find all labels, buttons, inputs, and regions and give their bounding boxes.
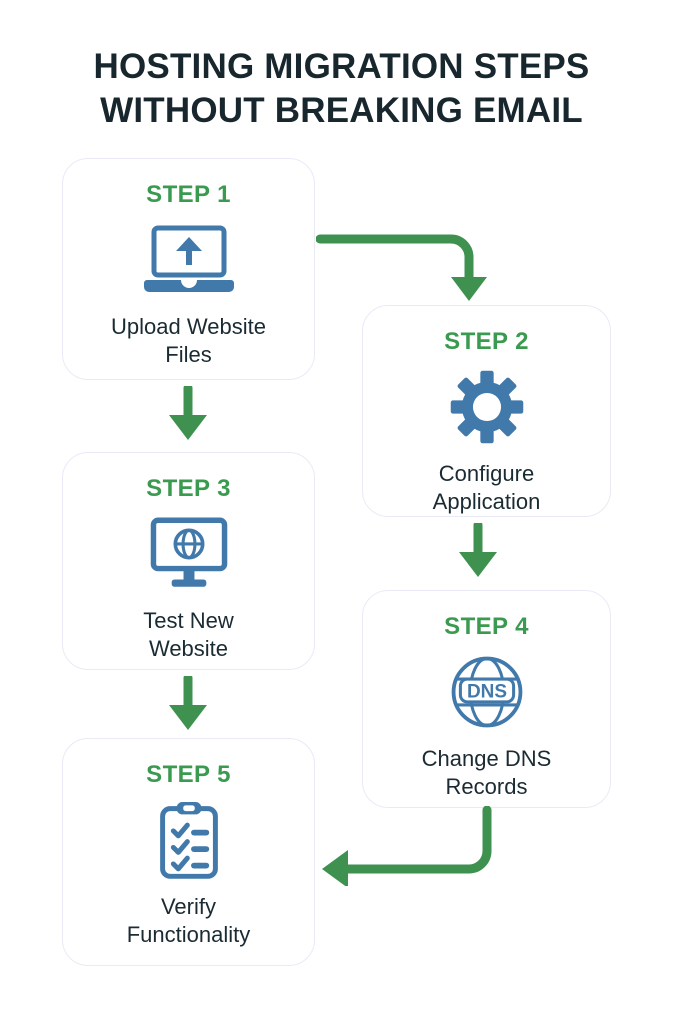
step-card-1-title: Upload Website Files [111,314,266,367]
connector-step-1-to-step-2 [315,228,491,318]
laptop-upload-icon [143,221,235,299]
gear-icon [450,368,524,446]
page-title-line-2: WITHOUT BREAKING EMAIL [100,91,583,130]
dns-icon-text: DNS [466,681,506,702]
monitor-globe-icon [148,515,230,593]
connector-step-2-to-step-4 [448,520,508,586]
clipboard-checklist-icon [156,801,222,879]
step-card-3-title: Test New Website [143,608,234,661]
step-card-4-step-label: STEP 4 [444,613,529,640]
dns-globe-icon: DNS [449,653,525,731]
step-card-4[interactable]: STEP 4 DNS Change DNS Records [362,590,611,808]
page-title: HOSTING MIGRATION STEPS WITHOUT BREAKING… [0,45,683,133]
step-card-5-title: Verify Functionality [126,894,251,947]
step-card-2[interactable]: STEP 2 [362,305,611,517]
step-card-2-step-label: STEP 2 [444,328,529,355]
step-card-3-step-label: STEP 3 [146,475,231,502]
step-card-5-step-label: STEP 5 [146,761,231,788]
step-card-3[interactable]: STEP 3 Test New Website [62,452,315,670]
page-title-line-1: HOSTING MIGRATION STEPS [93,47,590,86]
connector-step-3-to-step-5 [158,673,218,739]
step-card-4-title: Change DNS Records [421,746,552,799]
step-card-5[interactable]: STEP 5 Verify Functionality [62,738,315,966]
connector-step-4-to-step-5 [312,805,502,891]
step-card-1-step-label: STEP 1 [146,181,231,208]
connector-step-1-to-step-3 [158,383,218,449]
step-card-2-title: Configure Application [432,461,541,514]
step-card-1[interactable]: STEP 1 Upload Website Files [62,158,315,380]
